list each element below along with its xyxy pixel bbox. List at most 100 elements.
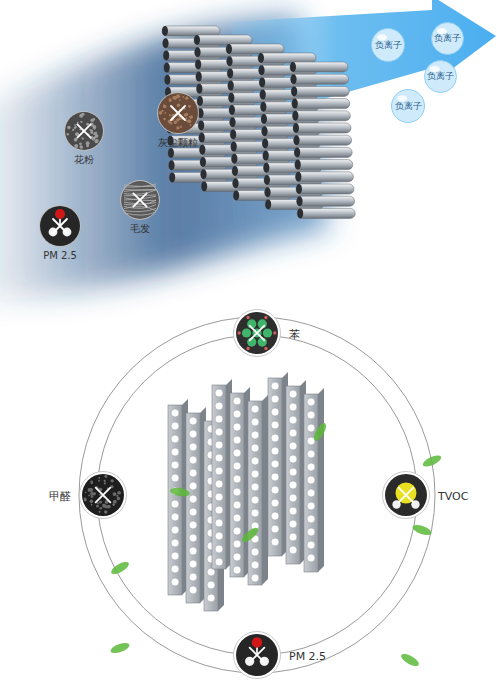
texture-dot	[81, 137, 83, 139]
filter-rod	[226, 44, 284, 54]
texture-dot	[164, 112, 166, 114]
cross-mark	[133, 193, 146, 206]
plate-hole	[207, 594, 215, 602]
texture-dot	[75, 133, 77, 135]
plate-hole	[189, 456, 197, 464]
texture-dot	[81, 114, 83, 116]
hair-strand	[124, 212, 156, 215]
texture-dot	[176, 126, 179, 129]
perforated-plate	[304, 388, 324, 572]
rod-end	[230, 117, 236, 127]
texture-dot	[74, 127, 76, 129]
plate-hole	[215, 558, 223, 566]
leaf	[109, 560, 130, 577]
plate-hole	[171, 461, 179, 469]
rod-end	[227, 56, 233, 66]
plate-hole	[189, 560, 197, 568]
plate-hole	[189, 430, 197, 438]
bubble-shine	[377, 34, 387, 40]
plate-hole	[289, 546, 297, 554]
icon-rim	[121, 181, 160, 220]
rod-end	[201, 181, 207, 191]
texture-dot	[98, 477, 100, 479]
plate-hole	[289, 416, 297, 424]
filter-rod	[294, 147, 352, 157]
rod-end	[292, 99, 298, 109]
plate-hole	[307, 398, 315, 406]
plate-hole	[251, 483, 259, 491]
plate-hole	[251, 405, 259, 413]
plate-hole	[251, 561, 259, 569]
filter-rod	[292, 99, 350, 109]
texture-dot	[96, 505, 99, 508]
rod-column	[290, 62, 355, 218]
perforated-plate	[212, 379, 232, 569]
texture-dot	[185, 96, 188, 99]
rod-end	[294, 147, 300, 157]
ion-bubble	[424, 60, 456, 92]
molecule-atom	[396, 483, 417, 504]
icon-art	[233, 631, 281, 679]
texture-dot	[180, 126, 182, 128]
icon-art	[64, 111, 104, 151]
plate-hole	[171, 526, 179, 534]
pollutant-icon: TVOC	[382, 471, 430, 519]
rod-end	[261, 114, 267, 124]
plate-hole	[289, 390, 297, 398]
texture-dot	[79, 145, 82, 148]
plate-hole	[189, 573, 197, 581]
rod-end	[263, 151, 269, 161]
plate-hole	[271, 447, 279, 455]
pollutant-label: TVOC	[438, 490, 468, 503]
texture-dot	[164, 118, 166, 120]
rod-end	[297, 196, 303, 206]
texture-dot	[89, 129, 91, 131]
plate-hole	[307, 502, 315, 510]
hair-strand	[124, 206, 156, 210]
icon-rim	[158, 93, 199, 134]
rod-end	[194, 35, 200, 45]
filter-rod	[297, 208, 355, 218]
plate-hole	[271, 408, 279, 416]
texture-dot	[82, 138, 84, 140]
texture-dot	[84, 498, 87, 501]
plate-hole	[289, 455, 297, 463]
ring-outer	[79, 317, 435, 673]
plate-hole	[307, 450, 315, 458]
plate-hole	[171, 474, 179, 482]
rod-end	[231, 154, 237, 164]
cross-mark	[77, 124, 90, 137]
filter-rod	[295, 160, 353, 170]
plate-hole	[233, 527, 241, 535]
filter-rod	[297, 196, 355, 206]
rod-end	[169, 172, 175, 182]
texture-dot	[90, 500, 94, 504]
filter-rod	[290, 62, 348, 72]
plate-hole	[171, 552, 179, 560]
plate-hole	[271, 538, 279, 546]
texture-dot	[176, 94, 180, 98]
texture-dot	[74, 144, 78, 148]
molecule-atom	[264, 347, 267, 350]
plate-hole	[307, 463, 315, 471]
pollutant-icon: 毛发	[120, 180, 160, 220]
texture-dot	[91, 504, 93, 506]
texture-dot	[177, 104, 180, 107]
cross-mark	[171, 106, 185, 120]
plate-hole	[171, 565, 179, 573]
icon-disc	[158, 93, 198, 133]
ion-bubble	[372, 29, 405, 62]
plate-hole	[233, 501, 241, 509]
texture-dot	[182, 96, 184, 98]
filter-rod	[293, 123, 351, 133]
perforated-plate	[186, 407, 206, 603]
icon-rim	[383, 472, 430, 519]
texture-dot	[67, 126, 71, 130]
plate-hole	[189, 482, 197, 490]
texture-dot	[91, 482, 93, 484]
plate-face	[230, 393, 244, 577]
icon-disc	[82, 474, 124, 516]
pollutant-icon: PM 2.5	[233, 631, 281, 679]
plate-hole	[215, 493, 223, 501]
air-fog	[0, 15, 330, 300]
